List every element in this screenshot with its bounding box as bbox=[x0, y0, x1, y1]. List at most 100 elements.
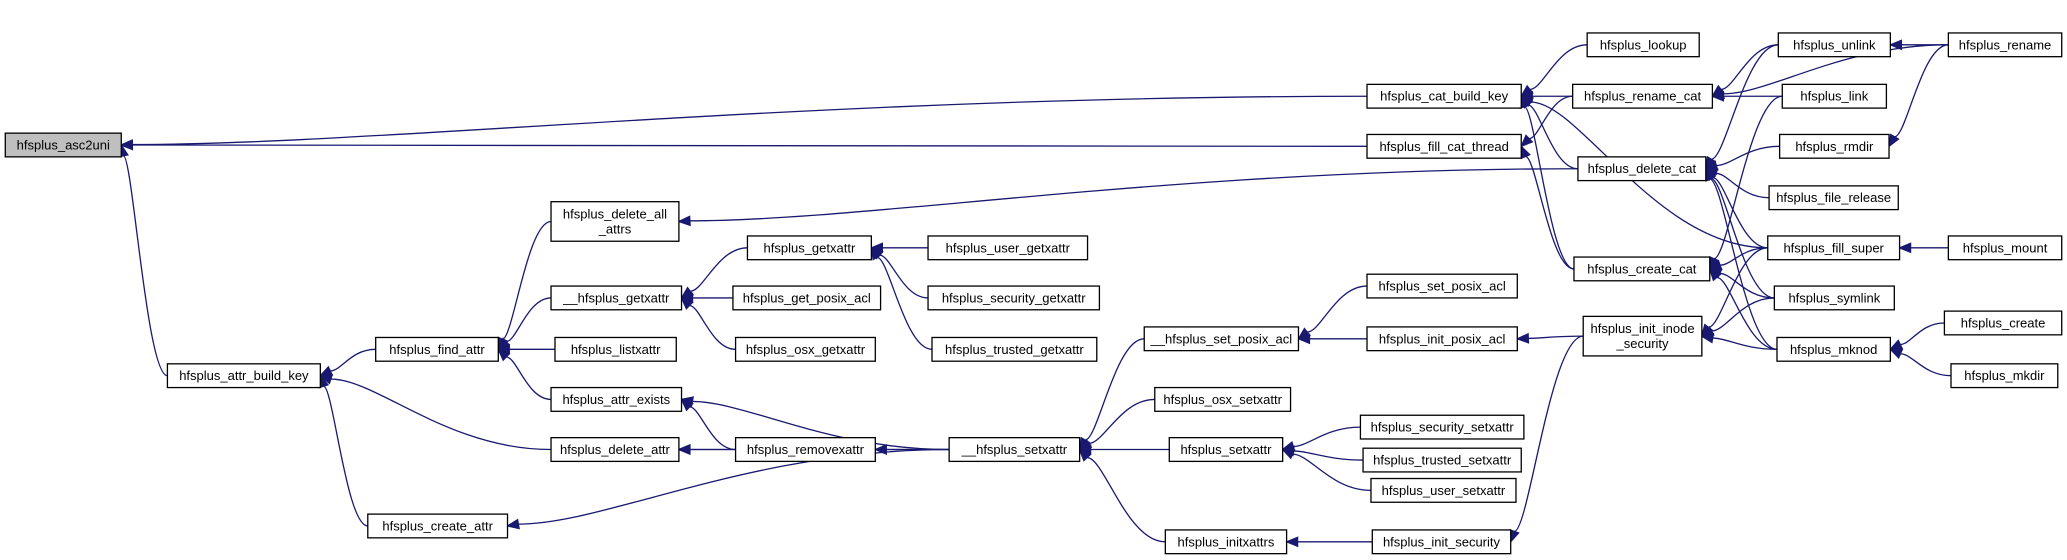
node-mount[interactable]: hfsplus_mount bbox=[1947, 235, 2063, 261]
call-edge-user_setxattr-to-setxattr bbox=[1281, 448, 1371, 492]
call-edge-delete_cat-to-delete_all_attrs bbox=[677, 168, 1578, 227]
call-edge-delete_cat-to-cat_build_key bbox=[1520, 94, 1578, 170]
node-init_inode_security[interactable]: hfsplus_init_inode_security bbox=[1582, 315, 1703, 357]
node-listxattr[interactable]: hfsplus_listxattr bbox=[554, 336, 677, 362]
node-fill_cat_thread[interactable]: hfsplus_fill_cat_thread bbox=[1366, 133, 1522, 159]
node-label: hfsplus_fill_super bbox=[1783, 240, 1884, 255]
node-delete_attr[interactable]: hfsplus_delete_attr bbox=[550, 437, 680, 463]
node-find_attr[interactable]: hfsplus_find_attr bbox=[375, 336, 499, 362]
call-edge-link-to-rename_cat bbox=[1710, 90, 1783, 102]
call-edge-cat_build_key-to-asc2uni bbox=[119, 95, 1368, 151]
node-get_posix_acl[interactable]: hfsplus_get_posix_acl bbox=[732, 285, 882, 311]
call-edge-fill_super-to-delete_cat bbox=[1704, 167, 1768, 249]
node-label: hfsplus_create_cat bbox=[1587, 261, 1697, 276]
node-removexattr[interactable]: hfsplus_removexattr bbox=[734, 437, 876, 463]
node-label: hfsplus_trusted_getxattr bbox=[945, 342, 1084, 357]
call-edge-trusted_getxattr-to-getxattr bbox=[870, 246, 933, 350]
call-edge-mkdir-to-mknod bbox=[1888, 348, 1951, 377]
call-edge-mknod-to-delete_cat bbox=[1704, 167, 1778, 350]
node-delete_all_attrs[interactable]: hfsplus_delete_all_attrs bbox=[550, 201, 680, 242]
node-__set_posix_acl[interactable]: __hfsplus_set_posix_acl bbox=[1143, 326, 1300, 352]
node-user_getxattr[interactable]: hfsplus_user_getxattr bbox=[927, 235, 1089, 261]
node-label: hfsplus_create bbox=[1961, 315, 2046, 330]
call-edge-rename-to-rmdir bbox=[1888, 44, 1949, 148]
node-label: _attrs bbox=[598, 221, 632, 236]
node-rename[interactable]: hfsplus_rename bbox=[1947, 32, 2063, 58]
call-edge-create-to-mknod bbox=[1888, 322, 1945, 351]
node-init_security[interactable]: hfsplus_init_security bbox=[1371, 529, 1512, 555]
node-symlink[interactable]: hfsplus_symlink bbox=[1773, 285, 1895, 311]
node-init_posix_acl[interactable]: hfsplus_init_posix_acl bbox=[1366, 326, 1518, 352]
node-getxattr[interactable]: hfsplus_getxattr bbox=[746, 235, 873, 261]
call-edge-create_attr-to-attr_build_key bbox=[318, 374, 368, 527]
node-label: hfsplus_setxattr bbox=[1180, 442, 1272, 457]
node-initxattrs[interactable]: hfsplus_initxattrs bbox=[1164, 529, 1288, 555]
node-osx_setxattr[interactable]: hfsplus_osx_setxattr bbox=[1154, 386, 1292, 412]
node-label: hfsplus_init_security bbox=[1383, 534, 1501, 549]
node-rmdir[interactable]: hfsplus_rmdir bbox=[1778, 133, 1890, 159]
node-attr_exists[interactable]: hfsplus_attr_exists bbox=[550, 386, 683, 412]
node-trusted_setxattr[interactable]: hfsplus_trusted_setxattr bbox=[1362, 447, 1522, 473]
call-edge-mount-to-fill_super bbox=[1897, 242, 1949, 254]
node-label: hfsplus_user_getxattr bbox=[946, 240, 1071, 255]
node-rename_cat[interactable]: hfsplus_rename_cat bbox=[1572, 83, 1714, 109]
node-label: hfsplus_delete_all bbox=[563, 206, 667, 221]
node-lookup[interactable]: hfsplus_lookup bbox=[1586, 32, 1700, 58]
node-label: hfsplus_rename_cat bbox=[1584, 89, 1701, 104]
call-edge-rename_cat-to-fill_cat_thread bbox=[1520, 95, 1573, 148]
node-label: hfsplus_unlink bbox=[1793, 37, 1876, 52]
node-security_setxattr[interactable]: hfsplus_security_setxattr bbox=[1359, 414, 1525, 440]
node-label: hfsplus_file_release bbox=[1776, 190, 1891, 205]
node-fill_super[interactable]: hfsplus_fill_super bbox=[1767, 235, 1901, 261]
node-create[interactable]: hfsplus_create bbox=[1943, 310, 2063, 336]
node-link[interactable]: hfsplus_link bbox=[1781, 83, 1888, 109]
call-edge-rmdir-to-delete_cat bbox=[1704, 145, 1780, 171]
node-trusted_getxattr[interactable]: hfsplus_trusted_getxattr bbox=[931, 336, 1098, 362]
call-edge-initxattrs-to-__setxattr bbox=[1078, 448, 1166, 543]
call-edge-set_posix_acl-to-__set_posix_acl bbox=[1297, 285, 1368, 340]
node-setxattr[interactable]: hfsplus_setxattr bbox=[1168, 437, 1284, 463]
node-label: hfsplus_initxattrs bbox=[1178, 534, 1275, 549]
call-edge-create_cat-to-fill_cat_thread bbox=[1520, 144, 1575, 270]
call-edge-osx_setxattr-to-__setxattr bbox=[1078, 398, 1155, 451]
call-edges bbox=[118, 39, 1951, 548]
node-label: hfsplus_cat_build_key bbox=[1380, 89, 1508, 104]
node-label: hfsplus_getxattr bbox=[764, 240, 856, 255]
call-edge-mknod-to-create_cat bbox=[1708, 267, 1778, 350]
call-edge-delete_attr-to-attr_build_key bbox=[318, 374, 552, 451]
node-label: hfsplus_symlink bbox=[1788, 290, 1880, 305]
call-edge-create_cat-to-cat_build_key bbox=[1519, 94, 1575, 270]
node-label: hfsplus_user_setxattr bbox=[1382, 483, 1506, 498]
node-label: hfsplus_get_posix_acl bbox=[743, 290, 871, 305]
node-label: hfsplus_delete_attr bbox=[560, 442, 671, 457]
node-mkdir[interactable]: hfsplus_mkdir bbox=[1950, 363, 2059, 389]
node-security_getxattr[interactable]: hfsplus_security_getxattr bbox=[927, 285, 1101, 311]
node-cat_build_key[interactable]: hfsplus_cat_build_key bbox=[1366, 83, 1522, 109]
node-label: hfsplus_security_getxattr bbox=[942, 290, 1086, 305]
node-delete_cat[interactable]: hfsplus_delete_cat bbox=[1577, 156, 1707, 182]
node-label: hfsplus_link bbox=[1800, 89, 1868, 104]
call-edge-trusted_setxattr-to-setxattr bbox=[1280, 445, 1364, 461]
node-osx_getxattr[interactable]: hfsplus_osx_getxattr bbox=[734, 336, 876, 362]
call-edge-rename-to-unlink bbox=[1888, 39, 1949, 51]
function-nodes: hfsplus_asc2unihfsplus_attr_build_keyhfs… bbox=[4, 32, 2063, 555]
node-__getxattr[interactable]: __hfsplus_getxattr bbox=[550, 285, 683, 311]
node-label: hfsplus_attr_exists bbox=[562, 392, 670, 407]
node-user_setxattr[interactable]: hfsplus_user_setxattr bbox=[1370, 477, 1517, 503]
node-label: hfsplus_osx_setxattr bbox=[1163, 392, 1282, 407]
call-edge-__getxattr-to-find_attr bbox=[497, 297, 552, 351]
node-set_posix_acl[interactable]: hfsplus_set_posix_acl bbox=[1366, 273, 1518, 299]
node-label: hfsplus_rmdir bbox=[1795, 139, 1874, 154]
node-__setxattr[interactable]: __hfsplus_setxattr bbox=[948, 437, 1081, 463]
node-create_attr[interactable]: hfsplus_create_attr bbox=[367, 513, 509, 539]
node-asc2uni[interactable]: hfsplus_asc2uni bbox=[4, 132, 122, 158]
node-label: hfsplus_rename bbox=[1959, 37, 2052, 52]
node-attr_build_key[interactable]: hfsplus_attr_build_key bbox=[166, 363, 321, 389]
node-file_release[interactable]: hfsplus_file_release bbox=[1768, 185, 1899, 211]
call-edge-init_security-to-initxattrs bbox=[1284, 536, 1373, 548]
node-mknod[interactable]: hfsplus_mknod bbox=[1776, 336, 1892, 362]
call-edge-osx_getxattr-to-__getxattr bbox=[680, 296, 736, 350]
node-create_cat[interactable]: hfsplus_create_cat bbox=[1573, 256, 1711, 282]
node-label: hfsplus_attr_build_key bbox=[179, 368, 309, 383]
node-unlink[interactable]: hfsplus_unlink bbox=[1777, 32, 1892, 58]
